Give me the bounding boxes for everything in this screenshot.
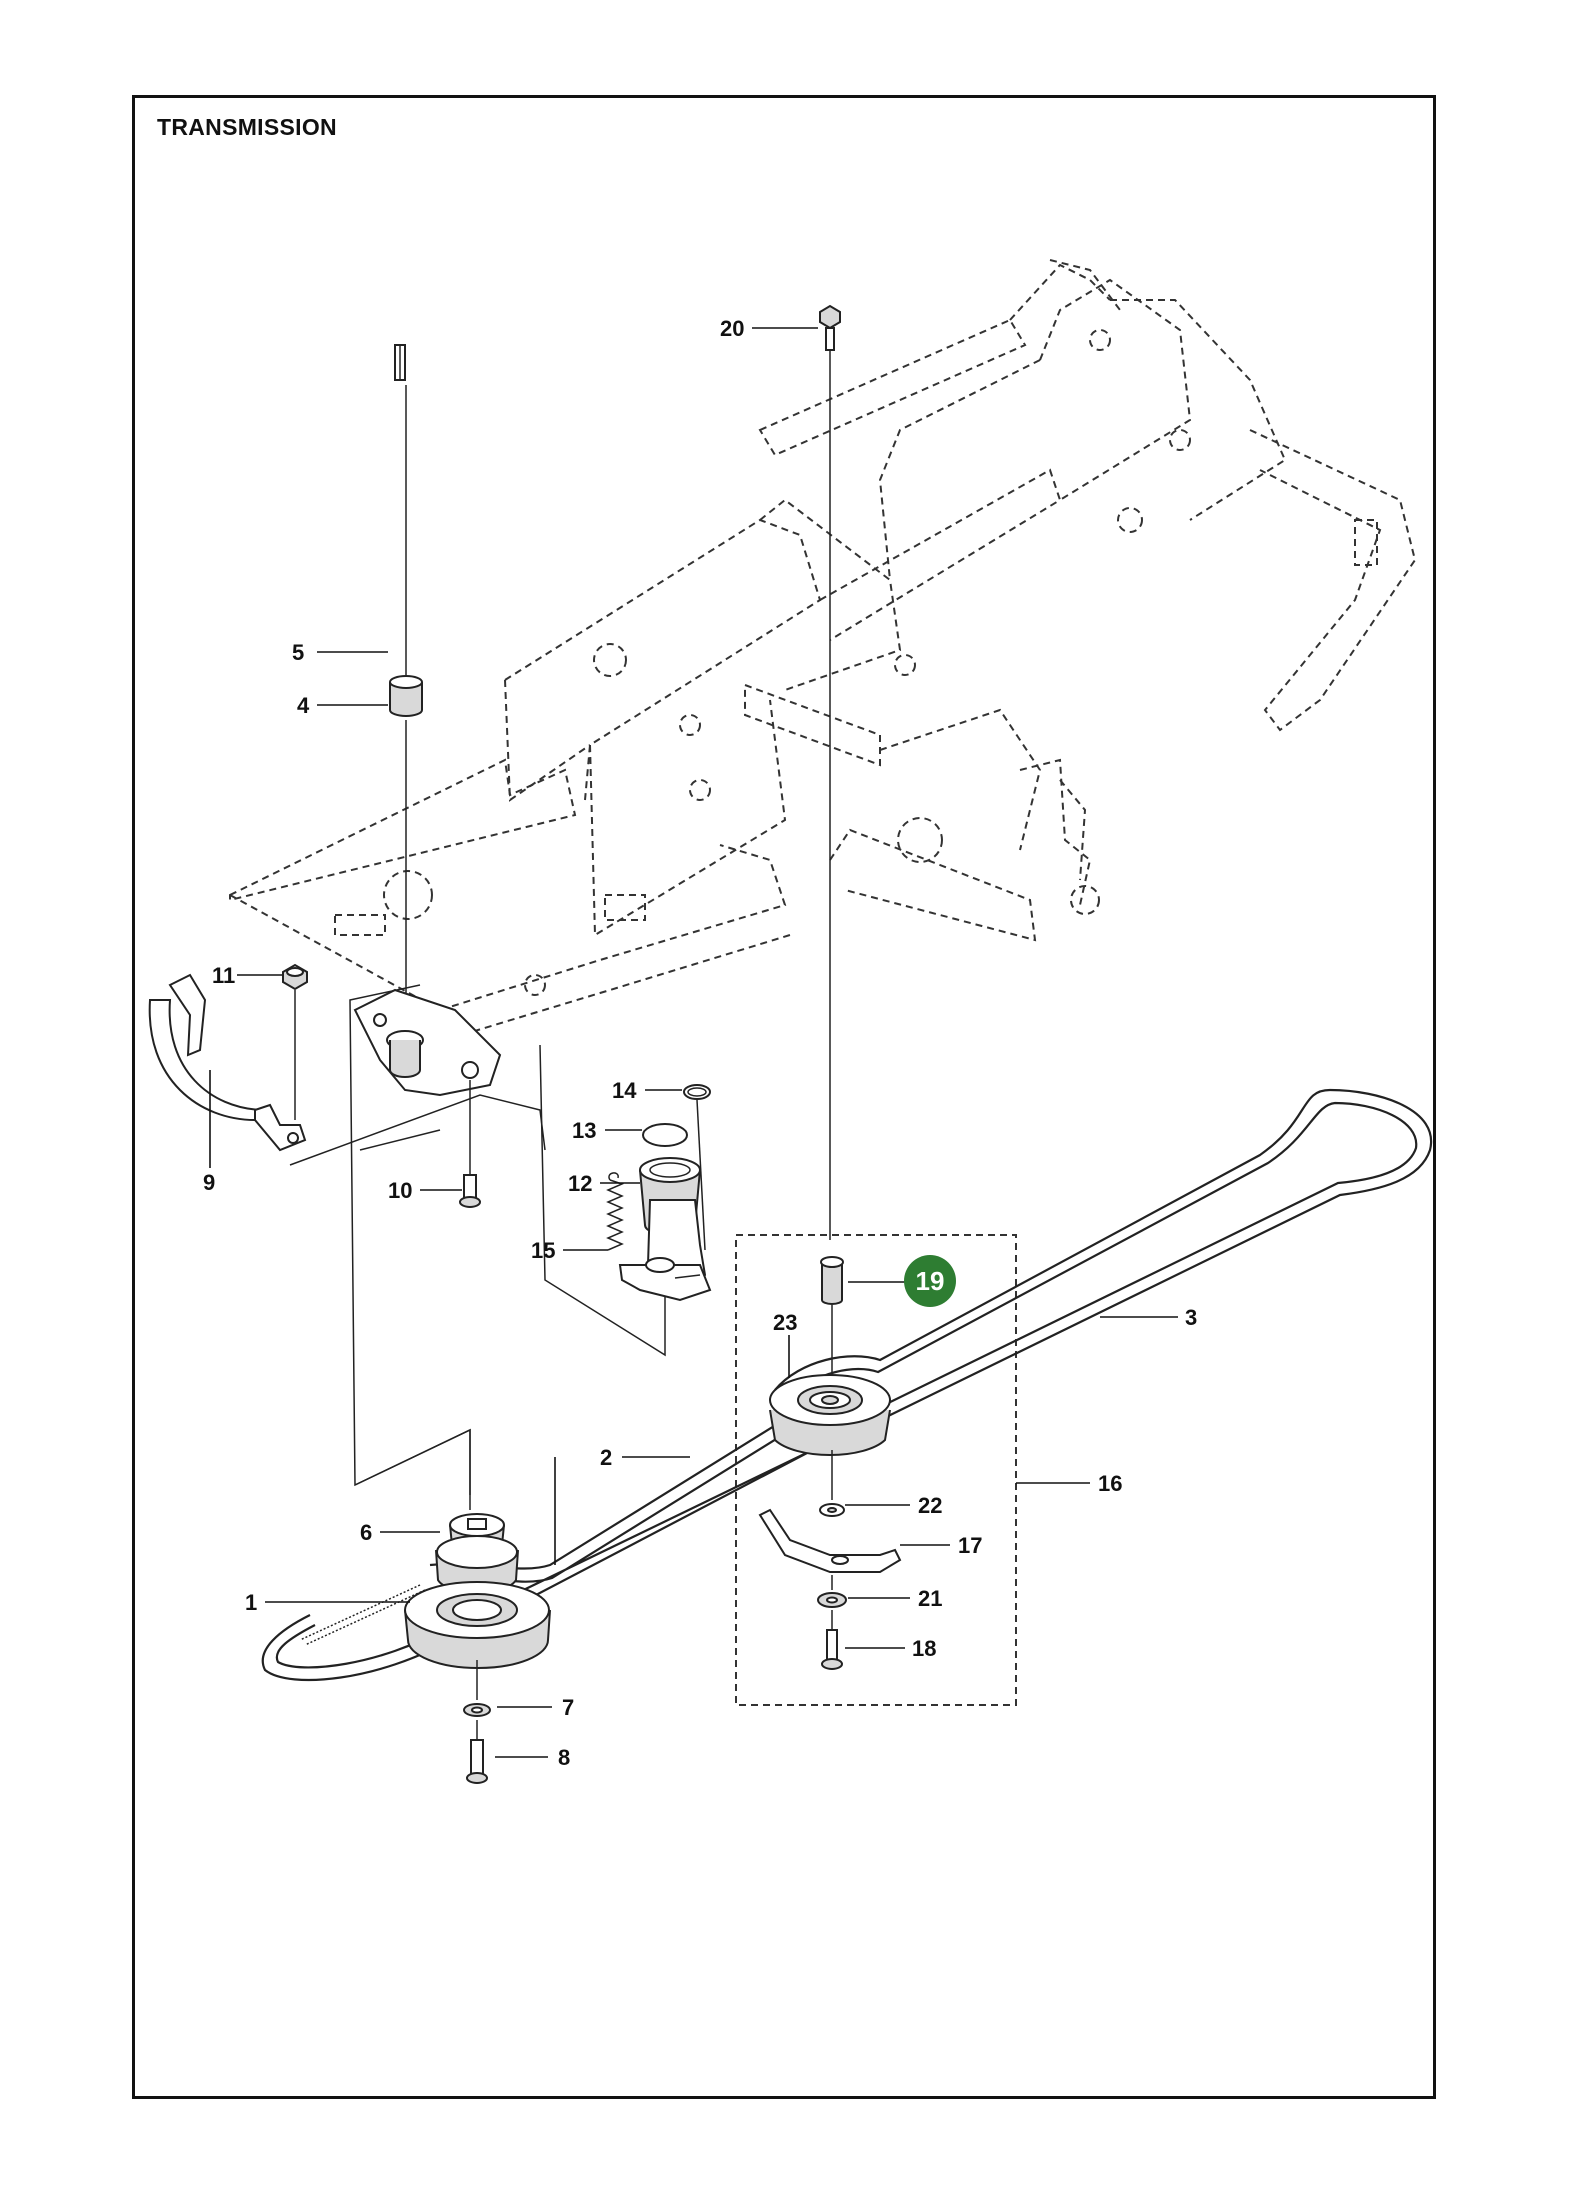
callout-14: 14 [612, 1078, 637, 1103]
callout-1: 1 [245, 1590, 257, 1615]
part-17-belt-keeper [758, 1508, 902, 1573]
callout-4: 4 [297, 693, 310, 718]
part-22-washer [819, 1450, 845, 1517]
callout-9: 9 [203, 1170, 215, 1195]
part-15-spring [606, 1172, 625, 1251]
callout-5: 5 [292, 640, 304, 665]
part-11-nut [282, 963, 308, 1060]
page-title: TRANSMISSION [157, 114, 337, 140]
callout-3: 3 [1185, 1305, 1197, 1330]
chassis-frame-outline [229, 259, 1417, 1042]
callout-18: 18 [912, 1636, 936, 1661]
callout-16: 16 [1098, 1471, 1122, 1496]
part-5-pin [394, 344, 406, 381]
part-8-bolt [466, 1720, 488, 1784]
assembly-guide-line [354, 1428, 471, 1510]
part-1-engine-pulley [299, 1581, 551, 1669]
part-21-washer [817, 1575, 847, 1608]
callout-15: 15 [531, 1238, 555, 1263]
callout-11: 11 [212, 963, 235, 988]
assembly-guide-line [289, 1094, 546, 1166]
diagram-frame [132, 95, 1436, 2099]
callout-labels: 20 5 4 11 9 10 14 13 12 15 3 23 16 2 22 … [203, 316, 1197, 1770]
callout-6: 6 [360, 1520, 372, 1545]
callout-10: 10 [388, 1178, 412, 1203]
part-10-bolt [459, 1080, 481, 1208]
part-13-cap [642, 1123, 688, 1147]
callout-19-highlight-badge [904, 1255, 956, 1307]
callout-19: 19 [916, 1266, 945, 1296]
callout-7: 7 [562, 1695, 574, 1720]
callout-13: 13 [572, 1118, 596, 1143]
callout-12: 12 [568, 1171, 592, 1196]
callout-22: 22 [918, 1493, 942, 1518]
callout-20: 20 [720, 316, 744, 341]
part-19-spacer [820, 1256, 844, 1380]
assembly-guide-line [539, 1044, 666, 1357]
idler-pivot-plate [353, 988, 502, 1097]
callout-8: 8 [558, 1745, 570, 1770]
callout-2: 2 [600, 1445, 612, 1470]
part-4-bushing [389, 675, 423, 717]
part-6-pulley-hub [435, 1513, 519, 1594]
part-20-bolt [819, 304, 841, 1240]
part-23-idler-pulley [769, 1374, 891, 1457]
callout-23: 23 [773, 1310, 797, 1335]
part-14-retaining-ring [683, 1084, 711, 1251]
callout-21: 21 [918, 1586, 942, 1611]
idler-arm [618, 1199, 712, 1302]
callout-17: 17 [958, 1533, 982, 1558]
part-7-washer [463, 1660, 491, 1717]
part-16-kit-boundary [735, 1234, 1017, 1706]
leader-lines [209, 327, 1178, 1758]
part-9-belt-guide [148, 973, 307, 1152]
part-18-bolt [821, 1610, 843, 1670]
